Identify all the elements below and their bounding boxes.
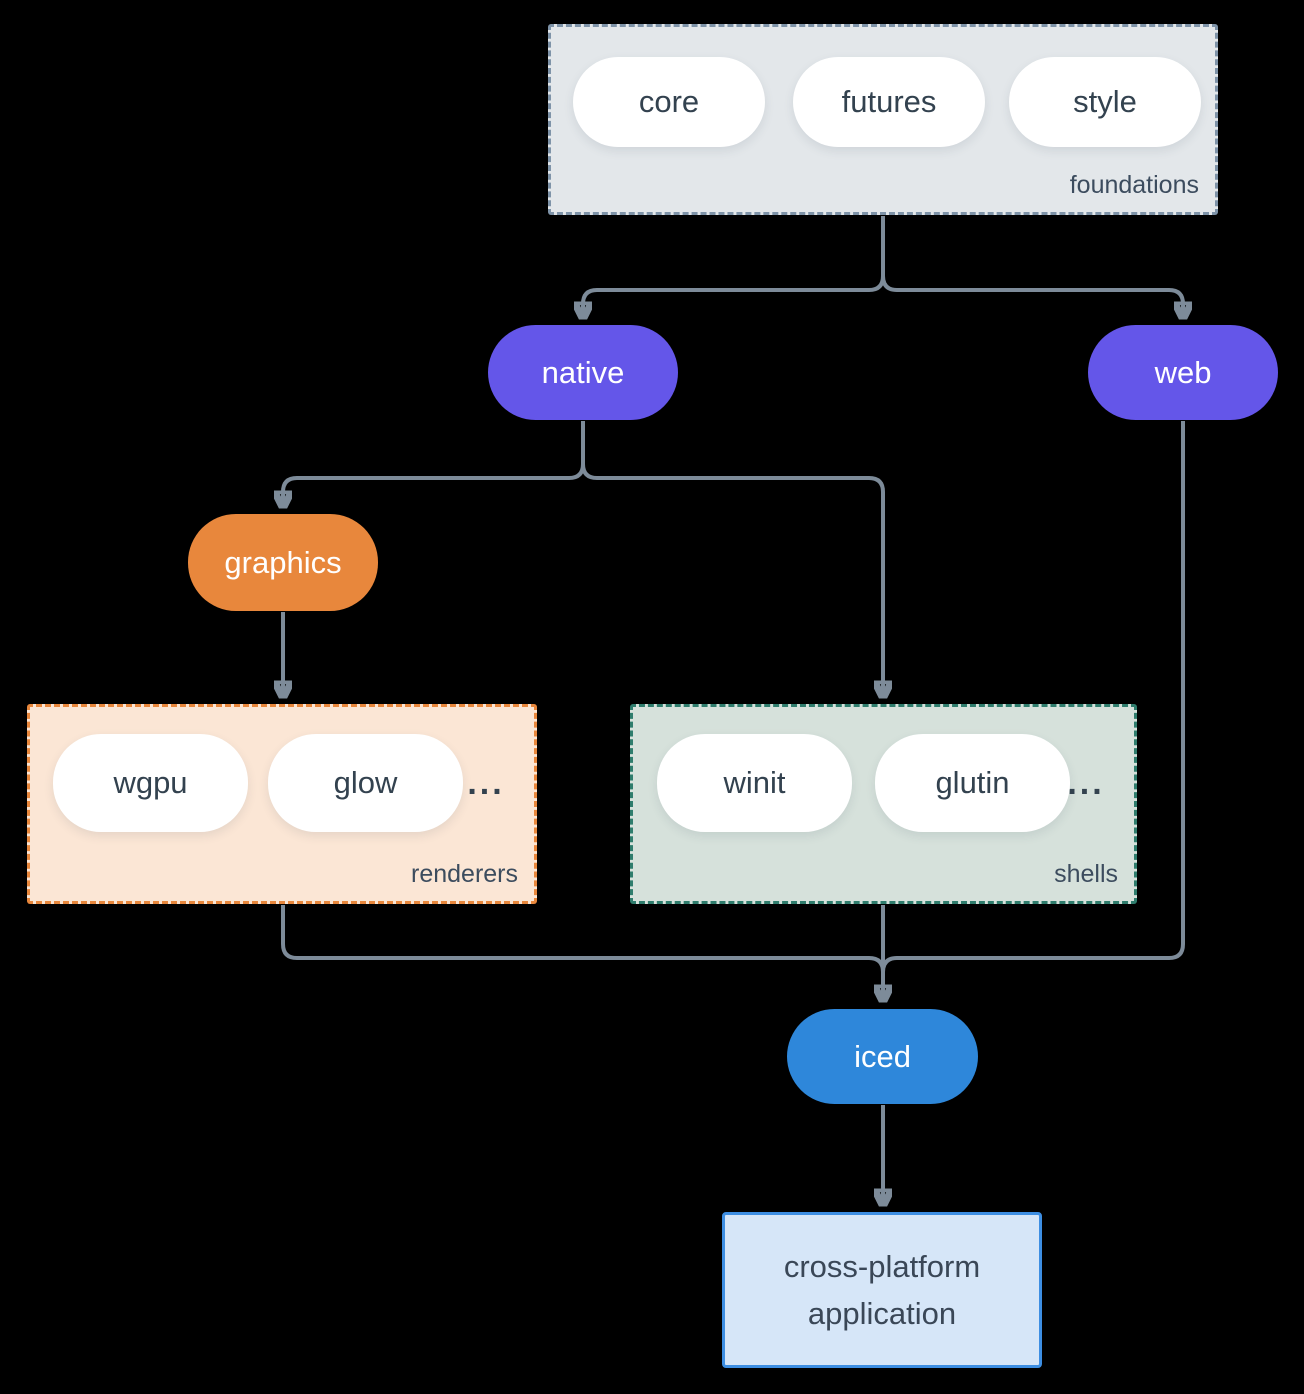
node-glow: glow <box>268 734 463 832</box>
node-winit-label: winit <box>723 765 786 800</box>
group-shells: winit glutin ... shells <box>630 704 1137 904</box>
node-wgpu: wgpu <box>53 734 248 832</box>
node-iced: iced <box>787 1009 978 1104</box>
node-core-label: core <box>638 84 700 119</box>
renderers-ellipsis: ... <box>467 763 505 802</box>
group-shells-label: shells <box>1054 860 1118 888</box>
node-winit: winit <box>657 734 852 832</box>
edge-native-graphics <box>283 421 585 505</box>
edge-foundations-native <box>583 216 885 316</box>
node-style: style <box>1009 57 1201 147</box>
node-web-label: web <box>1154 354 1212 390</box>
group-foundations-label: foundations <box>1069 171 1199 199</box>
edge-foundations-web <box>881 216 1183 316</box>
edge-native-shells <box>581 421 883 695</box>
group-renderers: wgpu glow ... renderers <box>27 704 537 904</box>
node-core: core <box>573 57 765 147</box>
node-futures-label: futures <box>841 84 937 119</box>
node-graphics-label: graphics <box>224 544 342 580</box>
node-style-label: style <box>1073 84 1137 119</box>
node-glutin-label: glutin <box>935 765 1010 800</box>
node-iced-label: iced <box>854 1038 911 1074</box>
application-label-line1: cross-platform <box>783 1249 981 1284</box>
application-label-line2: application <box>807 1296 957 1331</box>
node-native-label: native <box>541 354 625 390</box>
group-renderers-label: renderers <box>411 860 518 888</box>
edge-renderers-merge <box>281 905 885 973</box>
node-glow-label: glow <box>333 765 398 800</box>
group-foundations: core futures style foundations <box>548 24 1218 215</box>
node-graphics: graphics <box>188 514 378 611</box>
node-cross-platform-application: cross-platform application <box>722 1212 1042 1368</box>
node-wgpu-label: wgpu <box>113 765 188 800</box>
node-web: web <box>1088 325 1278 420</box>
node-futures: futures <box>793 57 985 147</box>
node-glutin: glutin <box>875 734 1070 832</box>
shells-ellipsis: ... <box>1067 763 1105 802</box>
node-native: native <box>488 325 678 420</box>
